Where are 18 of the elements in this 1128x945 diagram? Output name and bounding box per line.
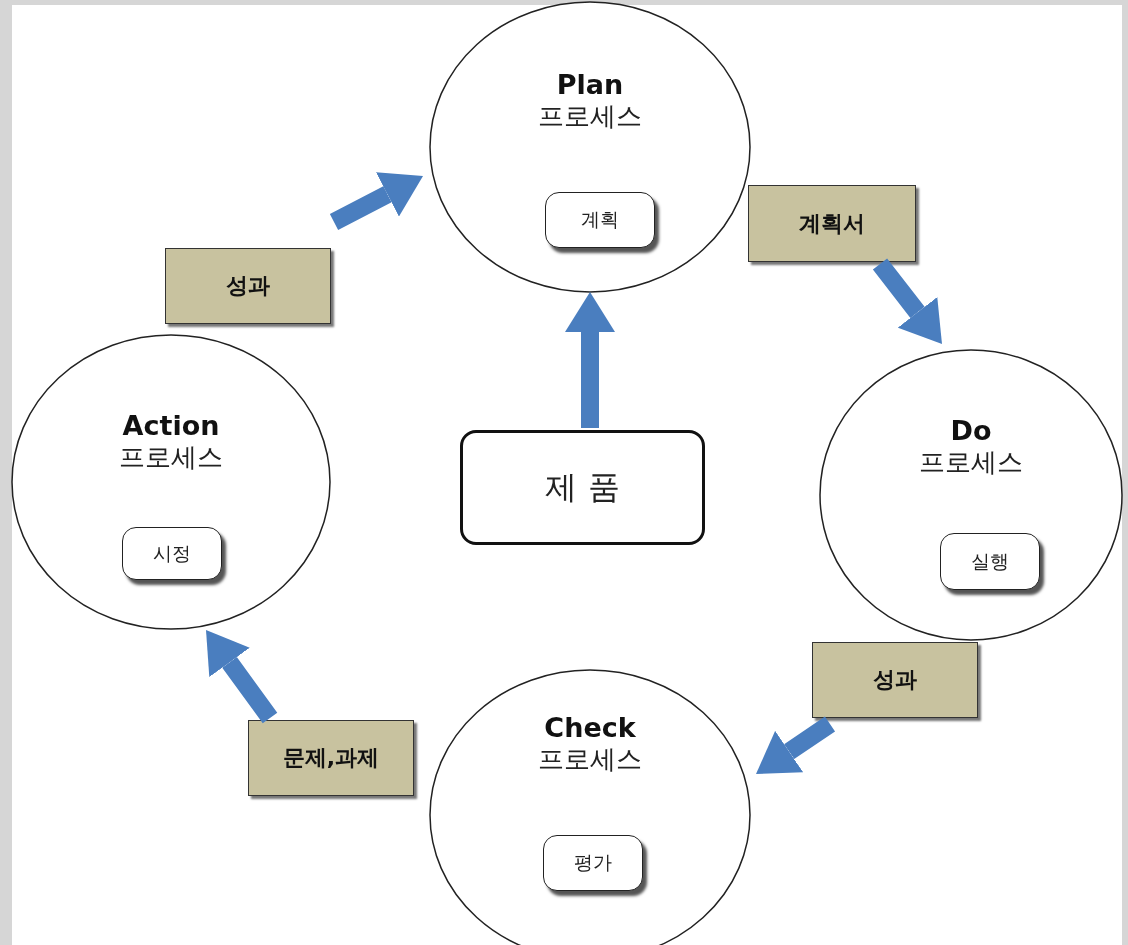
output-box: 성과	[165, 248, 331, 324]
process-label: 프로세스	[919, 447, 1023, 479]
task-box: 시정	[122, 527, 222, 580]
task-box: 계획	[545, 192, 655, 248]
output-box: 문제,과제	[248, 720, 414, 796]
output-box: 계획서	[748, 185, 916, 262]
process-title: Do	[950, 415, 992, 448]
process-label: 프로세스	[538, 101, 642, 133]
process-label: 프로세스	[119, 442, 223, 474]
task-box: 평가	[543, 835, 643, 891]
output-box: 성과	[812, 642, 978, 718]
process-label: 프로세스	[538, 744, 642, 776]
task-box: 실행	[940, 533, 1040, 590]
block-arrow	[565, 292, 615, 428]
process-title: Plan	[556, 69, 624, 102]
process-title: Action	[122, 410, 220, 443]
product-box: 제 품	[460, 430, 705, 545]
process-title: Check	[544, 712, 636, 745]
